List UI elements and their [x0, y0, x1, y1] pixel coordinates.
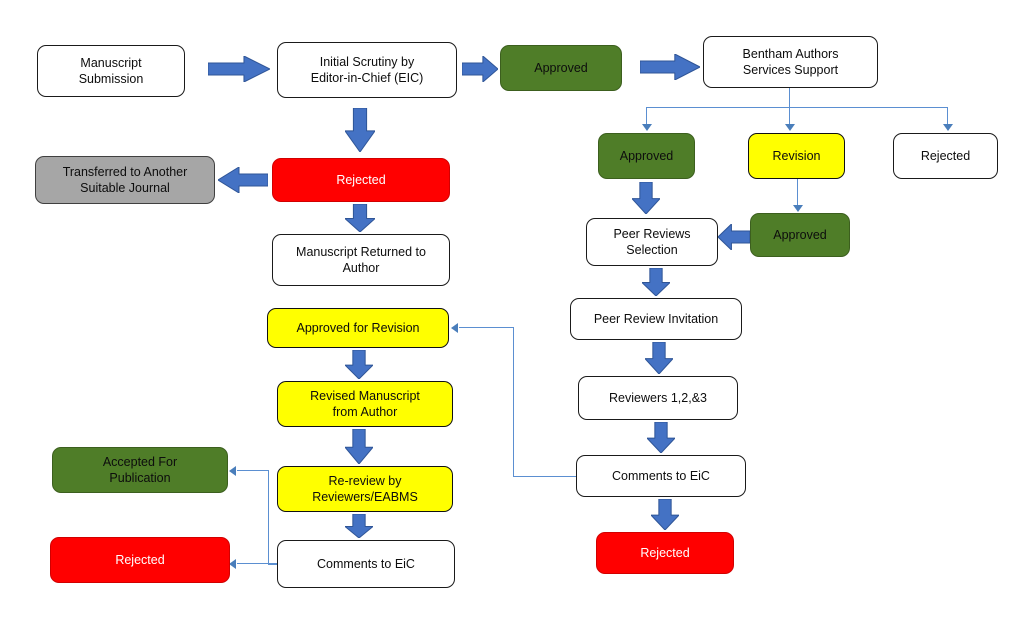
- node-accepted-publication[interactable]: Accepted For Publication: [52, 447, 228, 493]
- arrow-invitation-to-reviewers: [645, 342, 673, 374]
- node-peer-review-invitation[interactable]: Peer Review Invitation: [570, 298, 742, 340]
- arrow-peer-to-invitation: [642, 268, 670, 296]
- node-transferred-journal[interactable]: Transferred to Another Suitable Journal: [35, 156, 215, 204]
- connector-arrowhead-rejected-left: [229, 559, 236, 569]
- node-peer-reviews-selection[interactable]: Peer Reviews Selection: [586, 218, 718, 266]
- node-approved-for-revision[interactable]: Approved for Revision: [267, 308, 449, 348]
- connector-branch-mid-drop: [789, 107, 791, 126]
- node-re-review[interactable]: Re-review by Reviewers/EABMS: [277, 466, 453, 512]
- connector-revision-to-approved: [797, 179, 799, 207]
- connector-branch-bus: [646, 107, 948, 109]
- arrow-approved-to-bentham: [640, 54, 700, 80]
- connector-branch-left-drop: [646, 107, 648, 126]
- node-revision-branch[interactable]: Revision: [748, 133, 845, 179]
- connector-arrowhead-approved-for-revision: [451, 323, 458, 333]
- arrow-rejected-to-transferred: [218, 167, 268, 193]
- node-rejected-eic[interactable]: Rejected: [272, 158, 450, 202]
- arrow-scrutiny-to-approved: [462, 56, 498, 82]
- arrow-comments-to-rejected: [651, 499, 679, 530]
- node-rejected-branch[interactable]: Rejected: [893, 133, 998, 179]
- node-revised-manuscript[interactable]: Revised Manuscript from Author: [277, 381, 453, 427]
- node-bentham-support[interactable]: Bentham Authors Services Support: [703, 36, 878, 88]
- connector-arrowhead-rejected-branch: [943, 124, 953, 131]
- connector-branch-right-drop: [947, 107, 949, 126]
- connector-arrowhead-revision-branch: [785, 124, 795, 131]
- node-rejected-left[interactable]: Rejected: [50, 537, 230, 583]
- arrow-rereview-to-comments: [345, 514, 373, 538]
- arrow-approved-green-to-peer: [718, 224, 750, 250]
- arrow-approved-rev-to-revised: [345, 350, 373, 379]
- connector-arrowhead-approved-branch: [642, 124, 652, 131]
- arrow-approved-to-peer-selection: [632, 182, 660, 214]
- node-manuscript-submission[interactable]: Manuscript Submission: [37, 45, 185, 97]
- node-comments-to-eic-right[interactable]: Comments to EiC: [576, 455, 746, 497]
- connector-to-accepted: [237, 470, 269, 472]
- node-rejected-right[interactable]: Rejected: [596, 532, 734, 574]
- arrow-submission-to-scrutiny: [208, 56, 270, 82]
- connector-left-comments-stub: [268, 564, 278, 566]
- node-manuscript-returned[interactable]: Manuscript Returned to Author: [272, 234, 450, 286]
- connector-loopback-vertical: [513, 327, 515, 477]
- connector-arrowhead-approved-green: [793, 205, 803, 212]
- arrow-scrutiny-to-rejected: [345, 108, 375, 152]
- arrow-rejected-to-returned: [345, 204, 375, 232]
- connector-loopback-lower: [513, 476, 577, 478]
- connector-left-vertical: [268, 470, 270, 565]
- connector-arrowhead-accepted: [229, 466, 236, 476]
- node-reviewers-123[interactable]: Reviewers 1,2,&3: [578, 376, 738, 420]
- node-initial-scrutiny[interactable]: Initial Scrutiny by Editor-in-Chief (EIC…: [277, 42, 457, 98]
- arrow-revised-to-rereview: [345, 429, 373, 464]
- node-approved-revision-green[interactable]: Approved: [750, 213, 850, 257]
- connector-bentham-trunk: [789, 88, 791, 108]
- connector-loopback-upper: [459, 327, 514, 329]
- node-approved-branch[interactable]: Approved: [598, 133, 695, 179]
- connector-to-rejected-left: [237, 563, 279, 565]
- node-approved-eic[interactable]: Approved: [500, 45, 622, 91]
- node-comments-to-eic-left[interactable]: Comments to EiC: [277, 540, 455, 588]
- arrow-reviewers-to-comments: [647, 422, 675, 453]
